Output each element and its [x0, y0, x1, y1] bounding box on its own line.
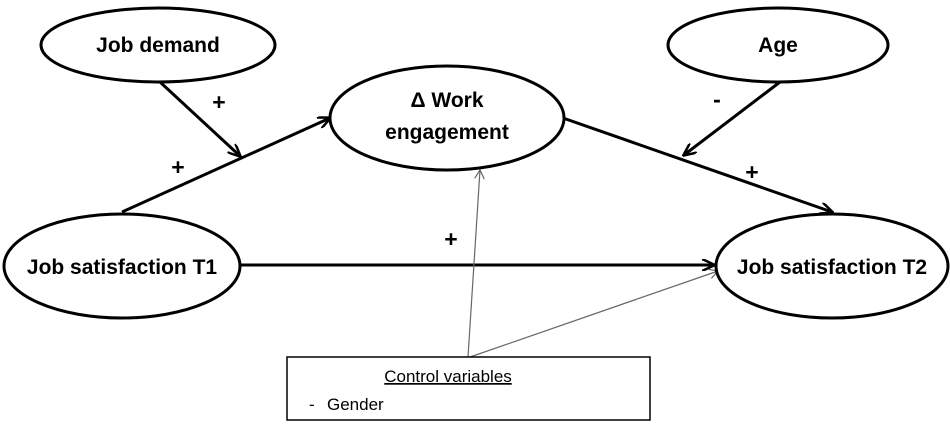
node-age-label: Age: [758, 34, 798, 57]
node-work-engagement-label-line2: engagement: [385, 121, 509, 144]
node-job-satisfaction-t2-label: Job satisfaction T2: [737, 256, 927, 279]
arrow-t1-to-engagement: [121, 118, 330, 214]
control-arrow-to-engagement: [467, 170, 480, 358]
node-work-engagement: Δ Work engagement: [328, 64, 566, 172]
arrow-demand-moderation: [158, 80, 240, 156]
control-variables-title: Control variables: [384, 367, 512, 386]
arrow-age-moderation: [684, 80, 781, 155]
node-work-engagement-label-line1: Δ Work: [410, 89, 483, 112]
control-arrow-to-t2: [469, 271, 718, 358]
arrow-engagement-to-t2: [562, 116, 832, 212]
node-job-satisfaction-t1-label: Job satisfaction T1: [27, 256, 218, 279]
node-job-satisfaction-t1: Job satisfaction T1: [2, 212, 242, 320]
sign-engagement-to-t2: +: [745, 159, 758, 185]
control-variables-bullet: -: [309, 395, 315, 414]
control-variables-box: Control variables - Gender: [286, 356, 651, 421]
node-job-demand-label: Job demand: [96, 34, 220, 57]
sign-t1-to-engagement: +: [171, 154, 184, 180]
sign-age-moderation: -: [713, 86, 721, 112]
node-job-demand: Job demand: [39, 6, 277, 84]
sign-t1-to-t2: +: [444, 226, 457, 252]
node-job-satisfaction-t2: Job satisfaction T2: [714, 212, 950, 320]
node-age: Age: [666, 6, 890, 84]
sign-demand-moderation: +: [212, 89, 225, 115]
control-variable-gender: Gender: [327, 395, 384, 414]
